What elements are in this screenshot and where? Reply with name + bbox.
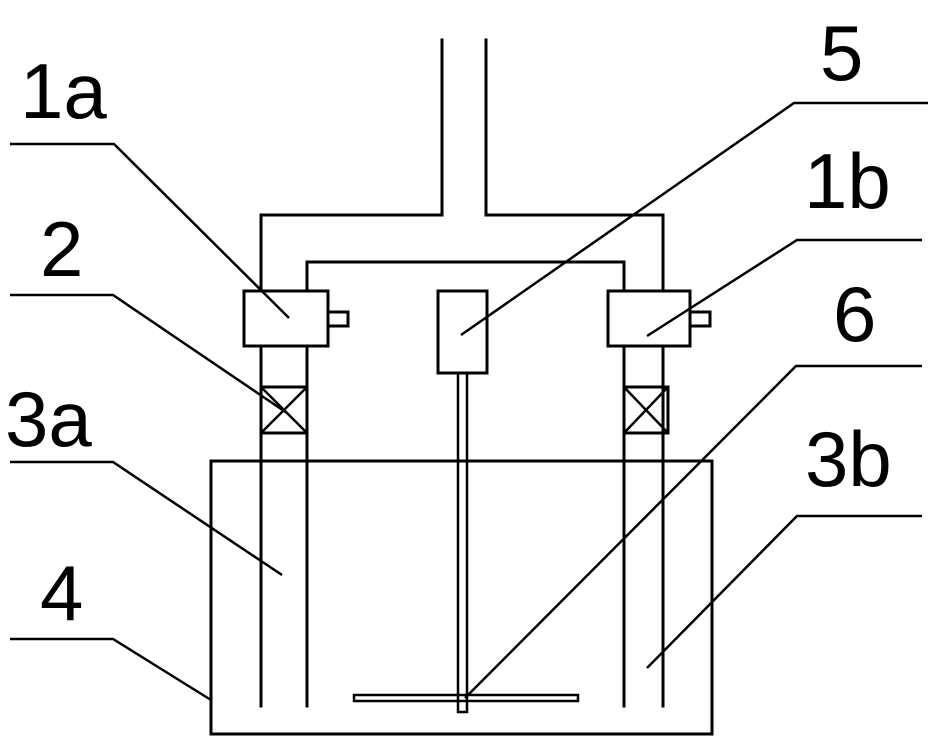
leader-3a <box>10 460 283 577</box>
stirrer-shaft <box>456 371 469 714</box>
meter-1a-connector <box>326 310 350 328</box>
leader-1a <box>10 142 290 319</box>
label-2: 2 <box>40 205 83 293</box>
leader-4 <box>10 637 212 702</box>
valve-right-cross-b <box>623 386 669 434</box>
meter-1b <box>606 289 692 348</box>
label-4: 4 <box>40 549 83 637</box>
leader-2 <box>10 293 288 415</box>
label-1a: 1a <box>20 47 107 135</box>
meter-1b-connector <box>688 310 712 328</box>
label-1b: 1b <box>804 137 891 225</box>
valve-2-left <box>259 385 309 435</box>
label-5: 5 <box>820 9 863 97</box>
label-3b: 3b <box>805 415 892 503</box>
motor-5 <box>436 289 489 375</box>
label-6: 6 <box>833 270 876 358</box>
leader-6 <box>464 364 922 699</box>
leader-1b <box>646 238 922 338</box>
meter-1a <box>242 289 330 348</box>
label-3a: 3a <box>5 375 92 463</box>
tank <box>209 459 714 736</box>
leader-3b <box>646 514 922 669</box>
leader-5 <box>460 101 928 337</box>
stirrer-impeller <box>352 693 580 703</box>
valve-right <box>622 385 670 435</box>
